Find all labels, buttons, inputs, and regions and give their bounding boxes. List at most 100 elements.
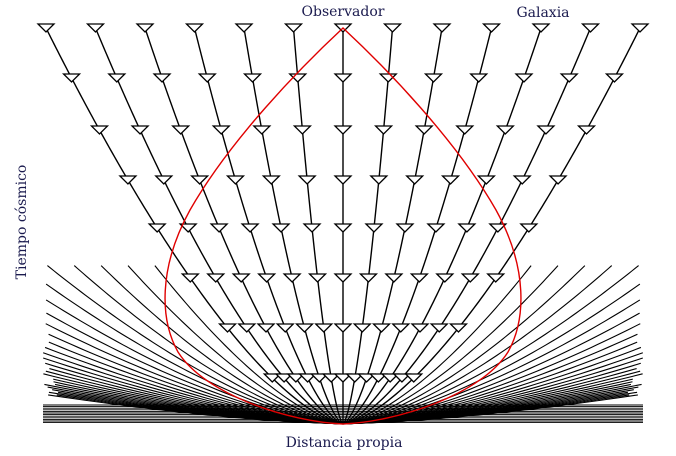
fan-worldline (342, 265, 532, 425)
time-marker-triangle (357, 373, 377, 383)
time-marker-triangle (36, 23, 56, 33)
fan-worldline (154, 265, 344, 425)
time-marker-triangle (211, 125, 231, 135)
fan-worldline (342, 352, 644, 425)
time-marker-triangle (209, 223, 229, 233)
time-marker-triangle (455, 125, 475, 135)
time-marker-triangle (292, 125, 312, 135)
time-marker-triangle (548, 175, 568, 185)
time-marker-triangle (297, 175, 317, 185)
time-marker-triangle (152, 73, 172, 83)
fan-worldline (46, 312, 344, 425)
time-marker-triangle (432, 23, 452, 33)
time-marker-triangle (333, 175, 353, 185)
time-marker-triangle (178, 223, 198, 233)
time-marker-triangle (314, 323, 334, 333)
time-marker-triangle (404, 373, 424, 383)
time-marker-triangle (262, 373, 282, 383)
time-marker-triangle (333, 73, 353, 83)
fan-worldline (45, 323, 344, 425)
time-marker-triangle (107, 73, 127, 83)
time-marker-triangle (512, 175, 532, 185)
time-marker-triangle (298, 373, 318, 383)
fan-worldline (45, 362, 344, 425)
time-marker-triangle (486, 273, 506, 283)
time-marker-triangle (282, 273, 302, 283)
time-marker-triangle (240, 223, 260, 233)
time-marker-triangle (197, 73, 217, 83)
time-marker-triangle (261, 175, 281, 185)
time-marker-triangle (410, 323, 430, 333)
time-marker-triangle (85, 23, 106, 33)
time-marker-triangle (440, 175, 461, 185)
fan-worldline (45, 299, 344, 425)
time-marker-triangle (271, 223, 291, 233)
time-marker-triangle (217, 323, 238, 333)
time-marker-triangle (536, 125, 556, 135)
time-marker-triangle (154, 175, 174, 185)
fan-worldline (47, 265, 344, 425)
fan-worldline (342, 370, 641, 425)
time-marker-triangle (514, 73, 534, 83)
time-marker-triangle (460, 273, 480, 283)
time-marker-triangle (257, 273, 277, 283)
time-marker-triangle (368, 373, 388, 383)
time-marker-triangle (352, 323, 372, 333)
time-marker-triangle (476, 175, 496, 185)
time-marker-triangle (409, 273, 429, 283)
time-marker-triangle (481, 23, 502, 33)
fan-lines (42, 265, 644, 425)
time-marker-triangle (225, 175, 246, 185)
time-marker-triangle (414, 125, 434, 135)
time-marker-triangle (345, 373, 365, 383)
time-marker-triangle (206, 273, 226, 283)
time-marker-triangle (426, 223, 446, 233)
time-marker-triangle (369, 175, 389, 185)
time-marker-triangle (382, 23, 403, 33)
time-marker-triangle (294, 323, 315, 333)
fan-worldline (45, 370, 344, 425)
time-marker-triangle (630, 23, 650, 33)
fan-worldline (100, 265, 344, 425)
time-marker-triangle (392, 373, 412, 383)
fan-worldline (342, 265, 559, 425)
time-marker-triangle (380, 373, 400, 383)
time-marker-triangle (184, 23, 205, 33)
observer-label: Observador (302, 4, 385, 20)
time-marker-triangle (231, 273, 251, 283)
time-marker-triangle (242, 73, 263, 83)
fan-worldline (342, 265, 639, 425)
time-marker-triangle (321, 373, 341, 383)
time-marker-triangle (130, 125, 150, 135)
time-marker-triangle (256, 323, 276, 333)
fan-worldline (42, 352, 344, 425)
time-marker-triangle (118, 175, 138, 185)
galaxy-label: Galaxia (516, 5, 569, 21)
time-marker-triangle (395, 223, 415, 233)
time-marker-triangle (576, 125, 597, 135)
time-marker-triangle (274, 373, 294, 383)
time-marker-triangle (364, 223, 384, 233)
fan-worldline (127, 265, 344, 425)
time-marker-triangle (559, 73, 579, 83)
past-light-cone (164, 27, 522, 425)
time-marker-triangle (237, 323, 257, 333)
fan-worldline (342, 341, 638, 425)
time-marker-triangle (429, 323, 449, 333)
time-marker-triangle (333, 273, 353, 283)
fan-worldline (342, 362, 641, 425)
time-marker-triangle (61, 73, 82, 83)
distance-axis-label: Distancia propia (286, 435, 403, 451)
time-marker-triangle (147, 223, 167, 233)
time-marker-triangle (180, 273, 200, 283)
fan-worldline (342, 283, 641, 425)
time-marker-triangle (580, 23, 601, 33)
fan-worldline (342, 333, 638, 425)
fan-worldline (342, 323, 641, 425)
time-marker-triangle (135, 23, 155, 33)
time-marker-triangle (374, 125, 394, 135)
time-marker-triangle (391, 323, 411, 333)
time-marker-triangle (423, 73, 444, 83)
fan-worldline (342, 312, 640, 425)
